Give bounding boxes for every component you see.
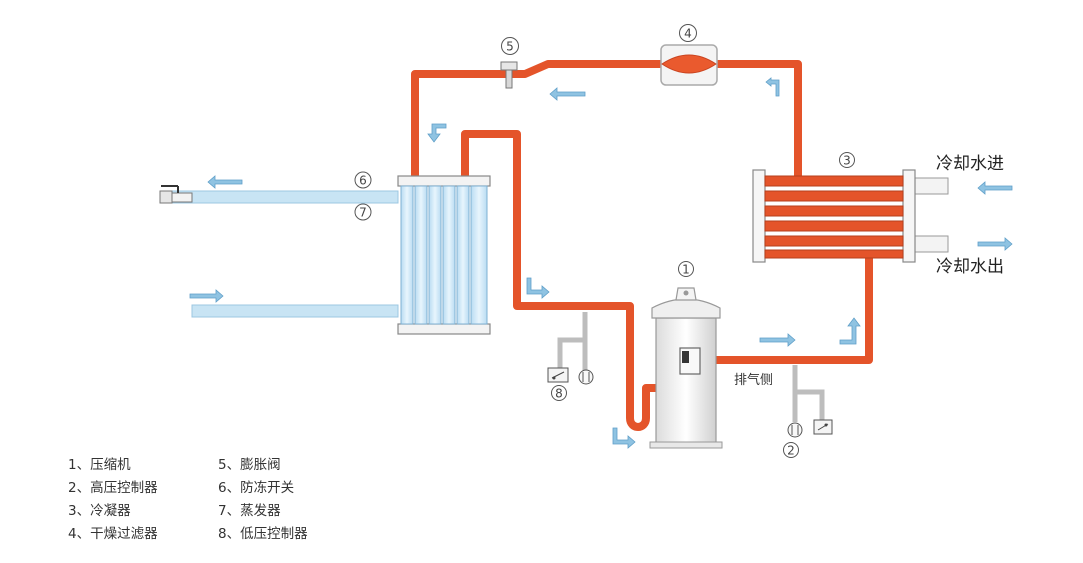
arrow-down-turn-icon — [427, 123, 447, 143]
liquid-line-to-expansion — [411, 60, 664, 180]
condenser-water-inlet — [909, 177, 949, 195]
legend-item: 8、低压控制器 — [218, 526, 308, 542]
arrow-down-right-icon — [526, 277, 550, 299]
condenser-right-cap — [902, 169, 916, 263]
marker-8-number: 8 — [555, 387, 563, 401]
arrow-left-icon — [977, 181, 1013, 195]
marker-7: 7 — [354, 203, 372, 221]
high-pressure-controller-icon — [813, 419, 833, 435]
evaporator-water-pipes — [159, 185, 399, 318]
marker-1-number: 1 — [682, 263, 690, 277]
discharge-side-label: 排气侧 — [734, 372, 773, 388]
legend-item: 5、膨胀阀 — [218, 457, 281, 473]
marker-8: 8 — [551, 385, 567, 401]
compressor-body — [655, 317, 717, 445]
suction-line — [461, 130, 660, 431]
marker-5-number: 5 — [506, 40, 514, 54]
marker-6-number: 6 — [359, 174, 367, 188]
legend-item: 1、压缩机 — [68, 457, 131, 473]
condenser-water-outlet — [909, 235, 949, 253]
evaporator-tubes — [400, 185, 488, 325]
arrow-right-icon — [977, 237, 1013, 251]
arrow-right-icon — [189, 289, 224, 303]
compressor-dome — [651, 298, 721, 319]
marker-2-number: 2 — [787, 444, 795, 458]
expansion-valve-icon — [500, 61, 518, 89]
arrow-left-icon — [207, 175, 243, 189]
legend-item: 2、高压控制器 — [68, 480, 158, 496]
arrow-down-right-icon — [612, 427, 636, 449]
component-legend: 1、压缩机 5、膨胀阀 2、高压控制器 6、防冻开关 3、冷凝器 7、蒸发器 4… — [68, 456, 368, 544]
compressor-base — [649, 441, 723, 449]
legend-item: 7、蒸发器 — [218, 503, 281, 519]
marker-3-number: 3 — [843, 154, 851, 168]
low-pressure-gauge-icon — [578, 369, 594, 385]
legend-item: 3、冷凝器 — [68, 503, 131, 519]
condenser-coils — [764, 175, 904, 259]
evaporator — [397, 175, 491, 335]
arrow-right-icon — [759, 333, 796, 347]
arrow-left-icon — [549, 87, 586, 101]
marker-1: 1 — [678, 261, 694, 277]
water-outlet-valve-icon — [159, 185, 193, 204]
control-lines — [557, 312, 825, 422]
evaporator-top-header — [397, 175, 491, 187]
legend-item: 6、防冻开关 — [218, 480, 295, 496]
cooling-water-out-label: 冷却水出 — [936, 257, 1004, 277]
marker-3: 3 — [839, 152, 855, 168]
condenser-left-cap — [752, 169, 766, 263]
dryer-filter-body — [661, 54, 717, 74]
evaporator-bottom-header — [397, 323, 491, 335]
arrow-up-turn-icon — [765, 77, 780, 97]
dryer-filter — [660, 44, 718, 86]
evaporator-outlet-pipe — [169, 190, 399, 204]
legend-item: 4、干燥过滤器 — [68, 526, 158, 542]
low-pressure-controller-icon — [547, 367, 569, 383]
cooling-water-in-label: 冷却水进 — [936, 154, 1004, 174]
evaporator-inlet-pipe — [191, 304, 399, 318]
marker-4-number: 4 — [684, 27, 692, 41]
arrow-up-turn-icon — [839, 317, 861, 345]
liquid-line-from-condenser — [712, 60, 802, 182]
refrigerant-pipes — [411, 60, 873, 431]
marker-7-number: 7 — [359, 206, 367, 220]
discharge-line — [711, 250, 873, 364]
marker-2: 2 — [783, 442, 799, 458]
high-pressure-branch-line — [795, 389, 825, 420]
compressor — [649, 287, 723, 449]
flow-arrows — [189, 77, 1013, 449]
marker-4: 4 — [679, 24, 697, 42]
marker-6: 6 — [354, 171, 372, 189]
low-pressure-branch-line — [557, 337, 585, 370]
marker-5: 5 — [501, 37, 519, 55]
high-pressure-gauge-icon — [787, 422, 803, 438]
condenser — [752, 169, 949, 263]
